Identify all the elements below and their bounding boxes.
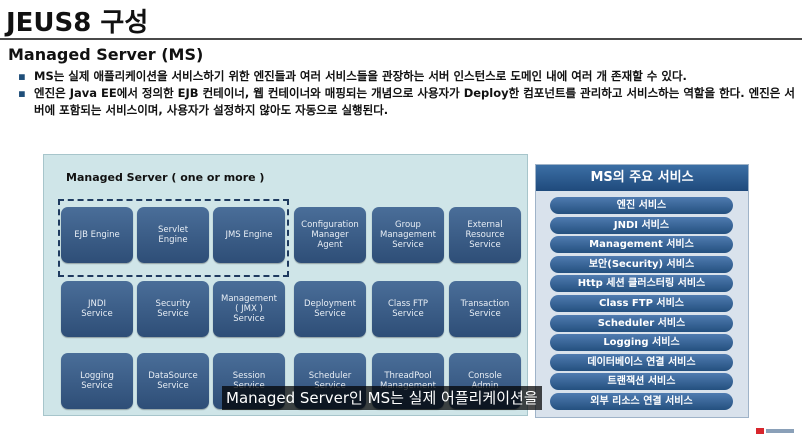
diagram-label: Managed Server ( one or more ) — [66, 171, 265, 184]
services-title: MS의 주요 서비스 — [536, 165, 748, 191]
bullet-item: MS는 실제 애플리케이션을 서비스하기 위한 엔진들과 여러 서비스들을 관장… — [18, 68, 798, 85]
component-box: Deployment Service — [294, 281, 366, 337]
component-box: Transaction Service — [449, 281, 521, 337]
component-box: JMS Engine — [213, 207, 285, 263]
service-item: 외부 리소스 연결 서비스 — [550, 392, 733, 410]
service-item: Logging 서비스 — [550, 334, 733, 352]
component-box: JNDI Service — [61, 281, 133, 337]
title-divider — [0, 38, 802, 40]
service-item: Http 세션 클러스터링 서비스 — [550, 275, 733, 293]
services-list: 엔진 서비스 JNDI 서비스 Management 서비스 보안(Securi… — [550, 197, 733, 413]
service-item: Management 서비스 — [550, 236, 733, 254]
engine-group-outline — [58, 199, 289, 277]
service-item: 보안(Security) 서비스 — [550, 255, 733, 273]
component-box: DataSource Service — [137, 353, 209, 409]
video-subtitle-caption: Managed Server인 MS는 실제 어플리케이션을 — [222, 386, 542, 410]
component-box: Logging Service — [61, 353, 133, 409]
component-box: Configuration Manager Agent — [294, 207, 366, 263]
managed-server-diagram: Managed Server ( one or more ) EJB Engin… — [43, 154, 528, 416]
service-item: 트랜잭션 서비스 — [550, 373, 733, 391]
service-item: JNDI 서비스 — [550, 216, 733, 234]
component-box: Security Service — [137, 281, 209, 337]
main-services-panel: MS의 주요 서비스 엔진 서비스 JNDI 서비스 Management 서비… — [535, 164, 749, 418]
service-item: 엔진 서비스 — [550, 197, 733, 214]
bullet-list: MS는 실제 애플리케이션을 서비스하기 위한 엔진들과 여러 서비스들을 관장… — [18, 68, 798, 119]
service-item: Scheduler 서비스 — [550, 314, 733, 332]
component-box: Servlet Engine — [137, 207, 209, 263]
brand-logo-icon — [756, 426, 796, 434]
service-item: Class FTP 서비스 — [550, 294, 733, 312]
component-box: Class FTP Service — [372, 281, 444, 337]
component-box: Group Management Service — [372, 207, 444, 263]
slide-subtitle: Managed Server (MS) — [8, 45, 204, 64]
component-box: Management ( JMX ) Service — [213, 281, 285, 337]
bullet-item: 엔진은 Java EE에서 정의한 EJB 컨테이너, 웹 컨테이너와 매핑되는… — [18, 85, 798, 119]
component-box: External Resource Service — [449, 207, 521, 263]
slide-title: JEUS8 구성 — [6, 8, 149, 38]
service-item: 데이터베이스 연결 서비스 — [550, 353, 733, 371]
component-box: EJB Engine — [61, 207, 133, 263]
